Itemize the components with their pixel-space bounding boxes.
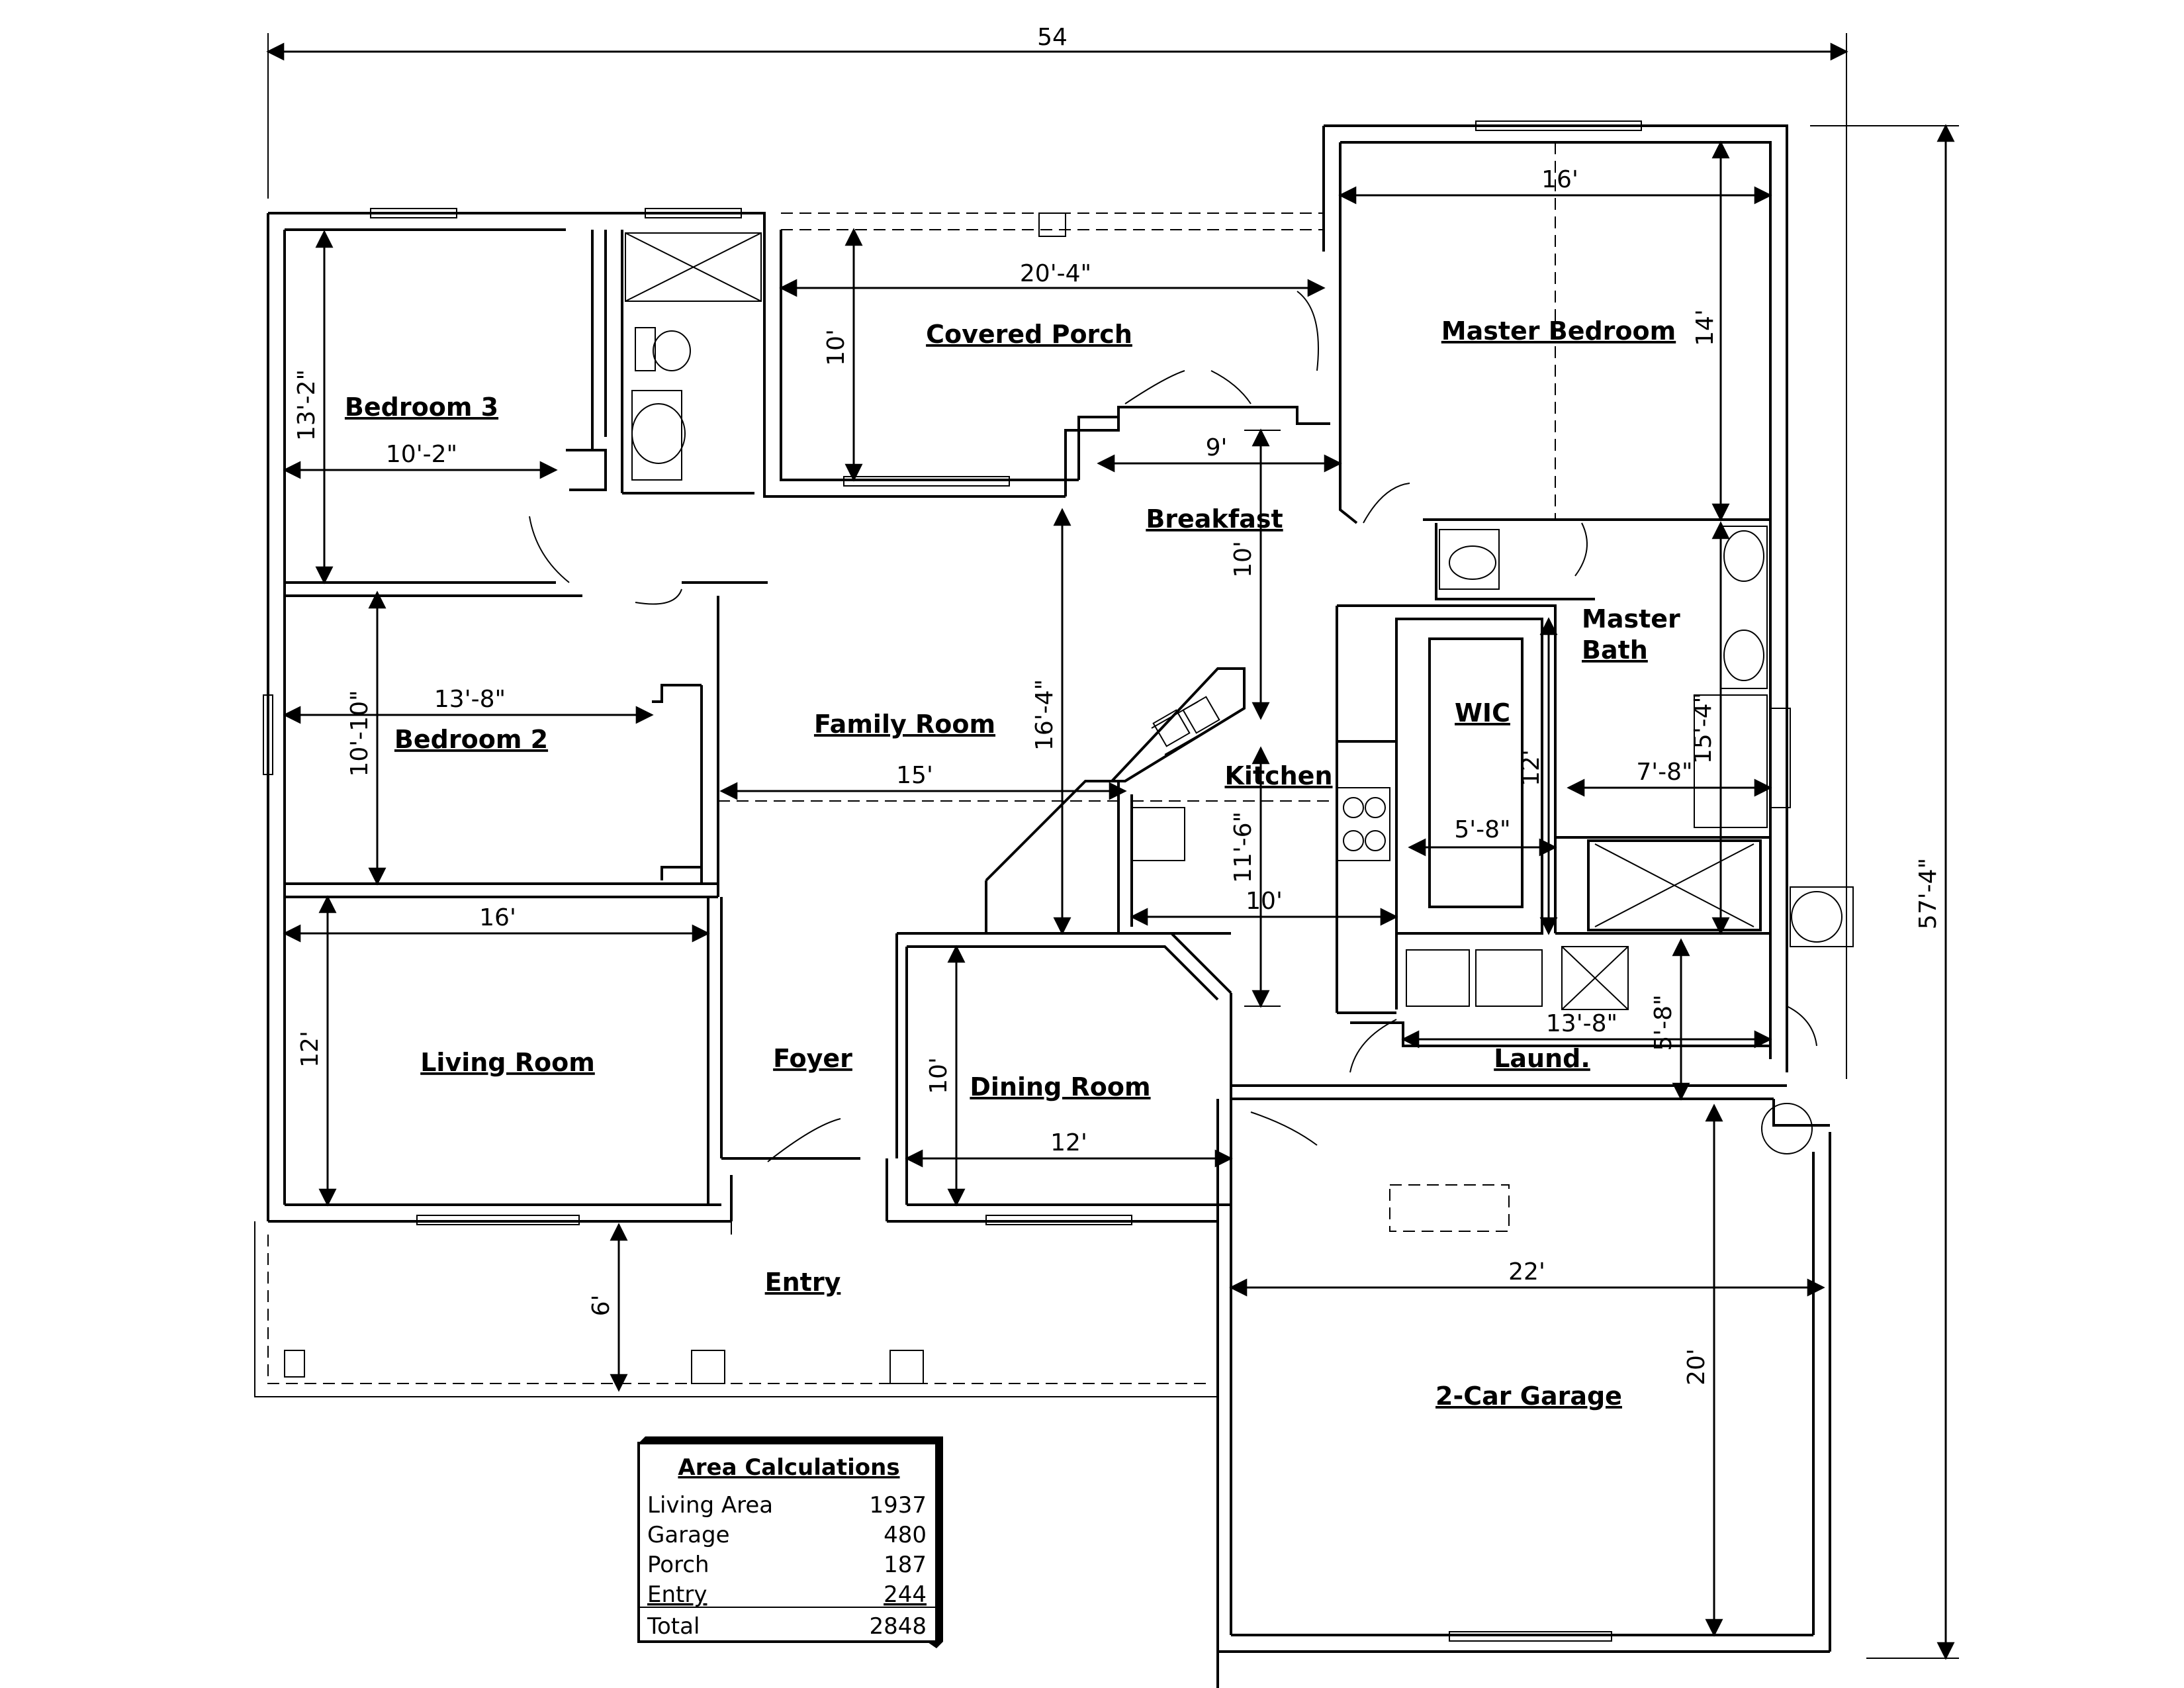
dim-porch-depth: 10' (823, 329, 850, 366)
area-row-label: Garage (647, 1522, 730, 1548)
dim-entry-depth: 6' (588, 1295, 615, 1317)
master-bedroom-label: Master Bedroom (1441, 316, 1676, 346)
dim-family-depth: 16'-4" (1031, 679, 1058, 751)
dim-overall-depth: 57'-4" (1915, 858, 1942, 929)
dim-breakfast-depth: 10' (1230, 541, 1257, 578)
garage-label: 2-Car Garage (1435, 1382, 1622, 1411)
breakfast-label: Breakfast (1146, 504, 1283, 534)
dim-living-width: 16' (479, 904, 516, 931)
area-table-title: Area Calculations (678, 1454, 899, 1481)
dim-overall-width: 54 (1037, 24, 1068, 51)
area-row-value: 1937 (869, 1492, 927, 1519)
dim-bed3-width: 10'-2" (386, 441, 457, 468)
master-bath-label: Master (1582, 604, 1680, 633)
dim-garage-depth: 20' (1683, 1348, 1710, 1385)
dim-wic-width: 5'-8" (1454, 816, 1510, 843)
entry-label: Entry (765, 1268, 841, 1297)
room-labels: Covered Porch Master Bedroom Bedroom 3 B… (345, 316, 1680, 1411)
dim-bath-depth: 15'-4" (1690, 692, 1717, 764)
dim-bath-width: 7'-8" (1636, 759, 1692, 786)
area-row-value: 244 (884, 1581, 927, 1608)
area-row-label: Living Area (647, 1492, 773, 1519)
area-row-value: 480 (884, 1522, 927, 1548)
dimension-labels: 54 57'-4" 16' 14' 20'-4" 10' 9' 10' 13'-… (293, 24, 1942, 1385)
dim-wic-depth: 12' (1518, 749, 1545, 786)
wic-label: WIC (1455, 698, 1510, 727)
dim-porch-width: 20'-4" (1020, 260, 1091, 287)
dim-kitchen-width: 10' (1246, 888, 1283, 915)
dim-laundry-width: 13'-8" (1546, 1010, 1617, 1037)
family-room-label: Family Room (814, 710, 995, 739)
dim-bed3-depth: 13'-2" (293, 369, 320, 441)
living-room-label: Living Room (420, 1048, 595, 1077)
dimension-lines (266, 33, 1959, 1660)
master-bath-label-2: Bath (1582, 635, 1648, 665)
dim-garage-width: 22' (1508, 1258, 1545, 1286)
dim-bed2-depth: 10'-10" (346, 690, 373, 776)
fixtures (263, 120, 1854, 1642)
bedroom3-label: Bedroom 3 (345, 393, 498, 422)
laundry-label: Laund. (1494, 1044, 1590, 1073)
dim-master-depth: 14' (1692, 309, 1719, 346)
area-row-label: Total (647, 1613, 700, 1640)
dim-kitchen-depth: 11'-6" (1230, 812, 1257, 883)
dining-room-label: Dining Room (970, 1072, 1150, 1102)
dim-dining-width: 12' (1050, 1129, 1087, 1156)
dim-master-width: 16' (1541, 166, 1578, 193)
area-row-value: 187 (884, 1552, 927, 1578)
area-row-label: Porch (647, 1552, 709, 1578)
dim-dining-depth: 10' (925, 1057, 952, 1094)
area-row-value: 2848 (869, 1613, 927, 1640)
dim-breakfast-width: 9' (1206, 434, 1228, 461)
kitchen-label: Kitchen (1224, 761, 1332, 790)
dim-family-width: 15' (896, 762, 933, 789)
dim-bed2-width: 13'-8" (434, 686, 506, 713)
dim-laundry-depth: 5'-8" (1650, 994, 1677, 1051)
area-calculations-table: Area Calculations Living Area 1937 Garag… (637, 1436, 943, 1648)
area-row-label: Entry (647, 1581, 707, 1608)
walls (254, 124, 1831, 1688)
foyer-label: Foyer (773, 1044, 852, 1073)
dim-living-depth: 12' (296, 1031, 324, 1068)
bedroom2-label: Bedroom 2 (394, 725, 548, 754)
covered-porch-label: Covered Porch (926, 320, 1132, 349)
